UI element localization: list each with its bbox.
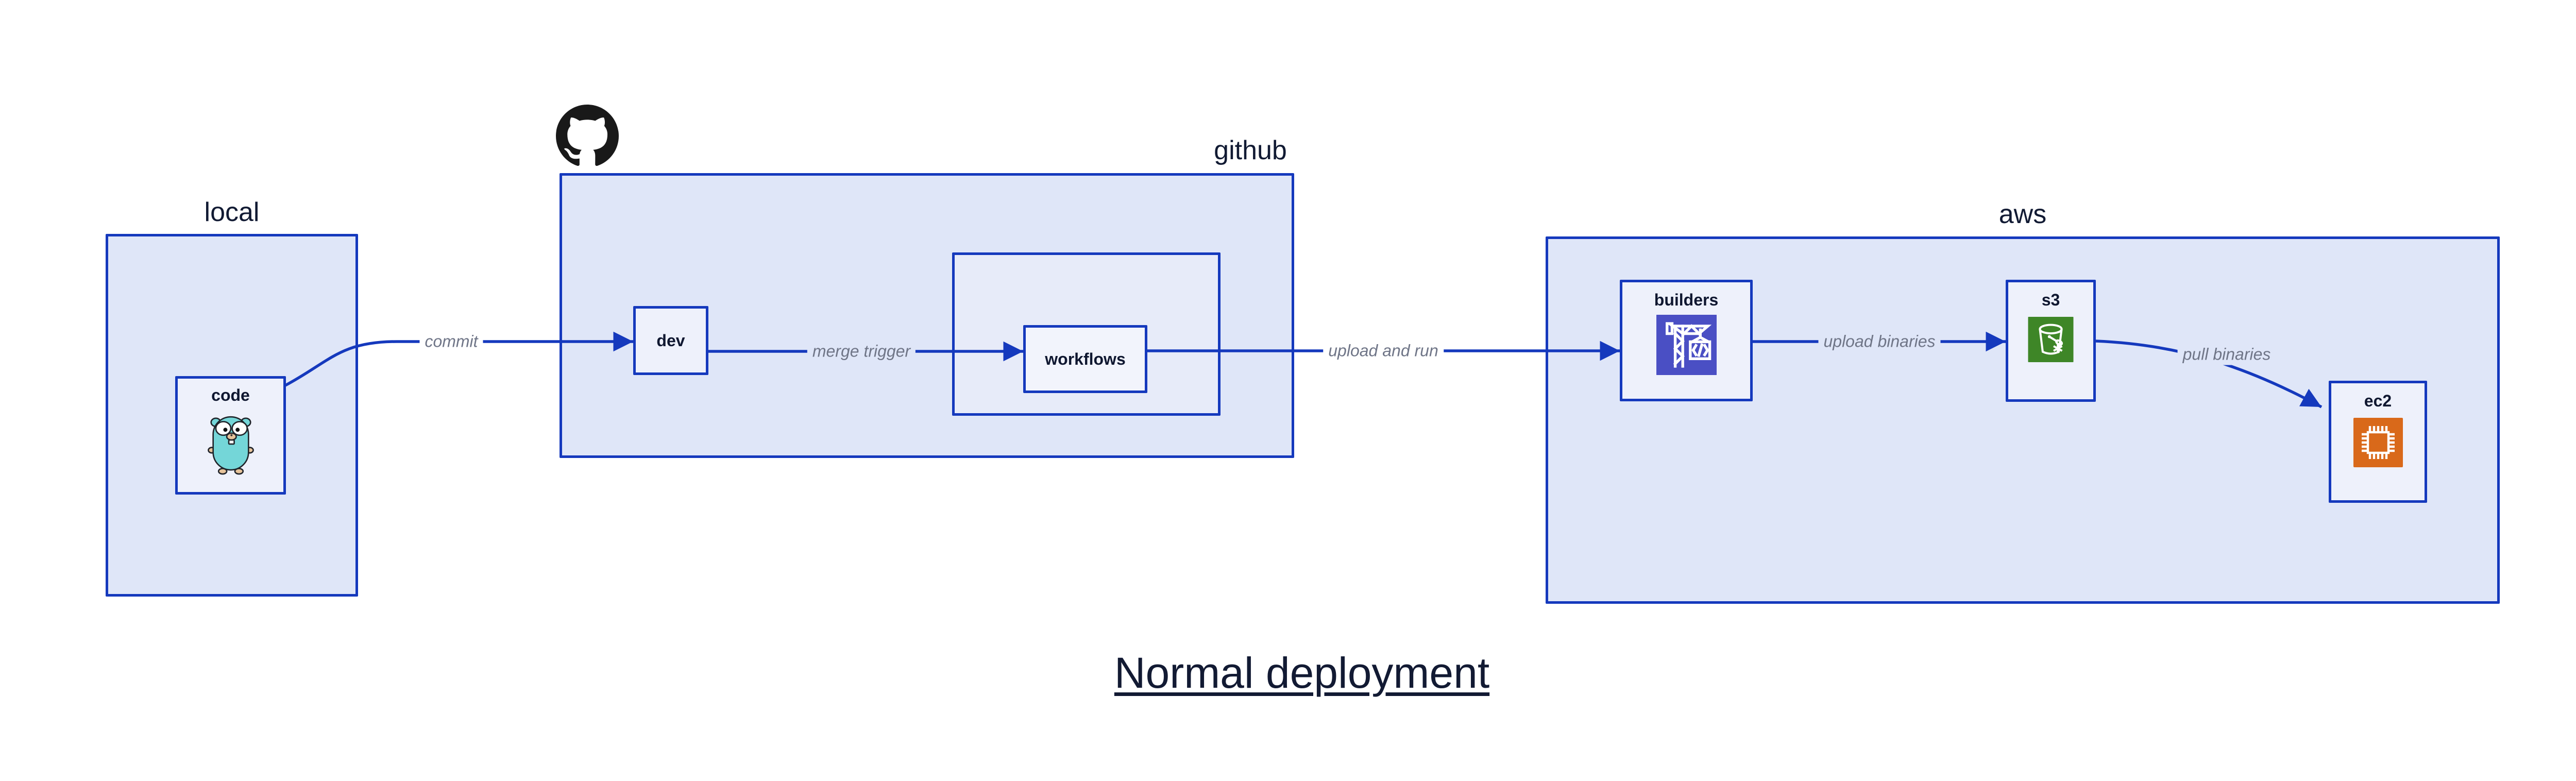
- code-label: code: [211, 386, 250, 404]
- node-dev: dev: [633, 306, 708, 375]
- node-builders: builders: [1620, 280, 1753, 401]
- node-workflows: workflows: [1023, 325, 1147, 393]
- node-s3: s3: [2006, 280, 2096, 402]
- codebuild-crane-icon: [1656, 315, 1717, 375]
- builders-label: builders: [1654, 291, 1719, 309]
- commit-arrow: [284, 331, 633, 387]
- s3-label: s3: [2041, 291, 2060, 309]
- ec2-chip-icon: [2353, 418, 2403, 467]
- edge-label-commit: commit: [419, 331, 483, 352]
- github-octocat-icon: [556, 105, 619, 166]
- local-container-label: local: [204, 197, 260, 227]
- dev-label: dev: [656, 331, 685, 350]
- edge-label-upload-and-run: upload and run: [1323, 340, 1444, 362]
- node-code: code: [175, 376, 286, 495]
- page-title: Normal deployment: [1114, 649, 1490, 697]
- aws-container-label: aws: [1998, 199, 2047, 229]
- edge-label-merge-trigger: merge trigger: [807, 341, 916, 362]
- s3-bucket-icon: [2028, 317, 2074, 362]
- edge-label-pull-binaries: pull binaries: [2177, 344, 2276, 365]
- ec2-label: ec2: [2364, 392, 2392, 410]
- edge-label-upload-binaries: upload binaries: [1818, 331, 1941, 352]
- github-container-label: github: [1214, 135, 1287, 165]
- go-gopher-icon: [207, 416, 254, 475]
- workflows-label: workflows: [1045, 349, 1126, 368]
- node-ec2: ec2: [2329, 381, 2427, 503]
